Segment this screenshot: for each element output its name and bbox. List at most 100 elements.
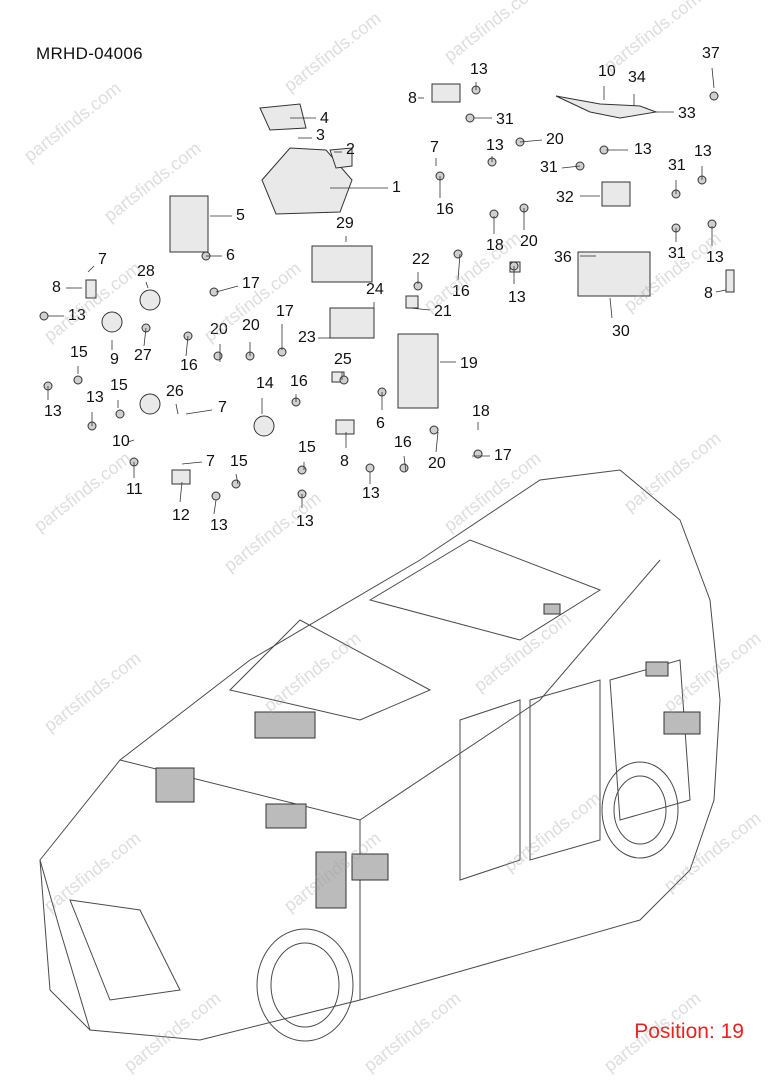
part-shape xyxy=(259,103,307,131)
leader-line xyxy=(175,403,179,415)
callout-number: 13 xyxy=(86,389,104,406)
callout-number: 13 xyxy=(694,143,712,160)
callout-number: 13 xyxy=(470,61,488,78)
callout-number: 16 xyxy=(452,283,470,300)
callout-number: 20 xyxy=(428,455,446,472)
part-shape xyxy=(329,307,375,339)
callout-number: 7 xyxy=(98,251,107,268)
callout-number: 24 xyxy=(366,281,384,298)
callout-number: 8 xyxy=(704,285,713,302)
callout-number: 6 xyxy=(226,247,235,264)
callout-number: 36 xyxy=(554,249,572,266)
leader-line xyxy=(181,461,203,465)
vehicle-outline xyxy=(459,699,521,881)
callout-number: 18 xyxy=(472,403,490,420)
callout-number: 13 xyxy=(706,249,724,266)
callout-number: 15 xyxy=(230,453,248,470)
callout-number: 13 xyxy=(68,307,86,324)
leader-line xyxy=(213,499,217,515)
leader-line xyxy=(409,307,431,311)
vehicle-outline xyxy=(39,469,721,1041)
part-shape xyxy=(311,245,373,283)
callout-number: 8 xyxy=(52,279,61,296)
callout-number: 13 xyxy=(296,513,314,530)
callout-number: 26 xyxy=(166,383,184,400)
rear-wheel xyxy=(601,761,679,859)
callout-number: 15 xyxy=(70,344,88,361)
connector-part xyxy=(399,463,409,473)
leader-line xyxy=(127,439,135,443)
callout-number: 20 xyxy=(546,131,564,148)
leader-line xyxy=(609,297,613,319)
front-wheel xyxy=(256,928,354,1042)
callout-number: 15 xyxy=(298,439,316,456)
callout-number: 17 xyxy=(276,303,294,320)
installed-module xyxy=(351,853,389,881)
installed-module xyxy=(663,711,701,735)
callout-number: 13 xyxy=(486,137,504,154)
part-shape xyxy=(253,415,275,437)
callout-number: 9 xyxy=(110,351,119,368)
connector-part xyxy=(213,351,223,361)
connector-part xyxy=(39,311,49,321)
leader-line xyxy=(715,289,727,293)
leader-line xyxy=(143,327,147,347)
leader-line xyxy=(435,431,439,453)
installed-module xyxy=(155,767,195,803)
callout-number: 22 xyxy=(412,251,430,268)
callout-number: 13 xyxy=(508,289,526,306)
connector-part xyxy=(465,113,475,123)
leader-line xyxy=(179,481,183,503)
part-shape xyxy=(169,195,209,253)
callout-number: 20 xyxy=(242,317,260,334)
leader-line xyxy=(87,265,95,273)
callout-number: 13 xyxy=(634,141,652,158)
callout-number: 4 xyxy=(320,110,329,127)
callout-number: 31 xyxy=(540,159,558,176)
leader-line xyxy=(561,165,581,169)
callout-number: 34 xyxy=(628,69,646,86)
vehicle-outline xyxy=(368,539,602,641)
diagram-code: MRHD-04006 xyxy=(36,44,143,63)
vehicle-outline xyxy=(39,859,91,1031)
callout-number: 7 xyxy=(430,139,439,156)
callout-number: 5 xyxy=(236,207,245,224)
connector-part xyxy=(231,479,241,489)
callout-number: 21 xyxy=(434,303,452,320)
vehicle-outline xyxy=(229,619,432,721)
callout-number: 29 xyxy=(336,215,354,232)
part-shape xyxy=(577,251,651,297)
part-shape xyxy=(335,419,355,435)
part-shape xyxy=(85,279,97,299)
part-shape xyxy=(405,295,419,309)
callout-number: 23 xyxy=(298,329,316,346)
callout-number: 31 xyxy=(668,157,686,174)
connector-part xyxy=(429,425,439,435)
connector-part xyxy=(339,375,349,385)
installed-module xyxy=(645,661,669,677)
installed-module xyxy=(265,803,307,829)
callout-number: 31 xyxy=(496,111,514,128)
part-shape xyxy=(397,333,439,409)
part-shape xyxy=(139,393,161,415)
part-shape xyxy=(431,83,461,103)
connector-part xyxy=(473,449,483,459)
connector-part xyxy=(709,91,719,101)
connector-part xyxy=(73,375,83,385)
front-wheel-rim xyxy=(270,942,340,1028)
callout-number: 30 xyxy=(612,323,630,340)
callout-number: 17 xyxy=(494,447,512,464)
callout-number: 27 xyxy=(134,347,152,364)
leader-line xyxy=(457,253,461,281)
callout-number: 2 xyxy=(346,141,355,158)
callout-number: 13 xyxy=(210,517,228,534)
part-shape xyxy=(139,289,161,311)
part-shape xyxy=(555,95,658,119)
callout-number: 20 xyxy=(520,233,538,250)
part-shape xyxy=(171,469,191,485)
connector-part xyxy=(453,249,463,259)
rear-wheel-rim xyxy=(613,775,667,845)
part-shape xyxy=(101,311,123,333)
